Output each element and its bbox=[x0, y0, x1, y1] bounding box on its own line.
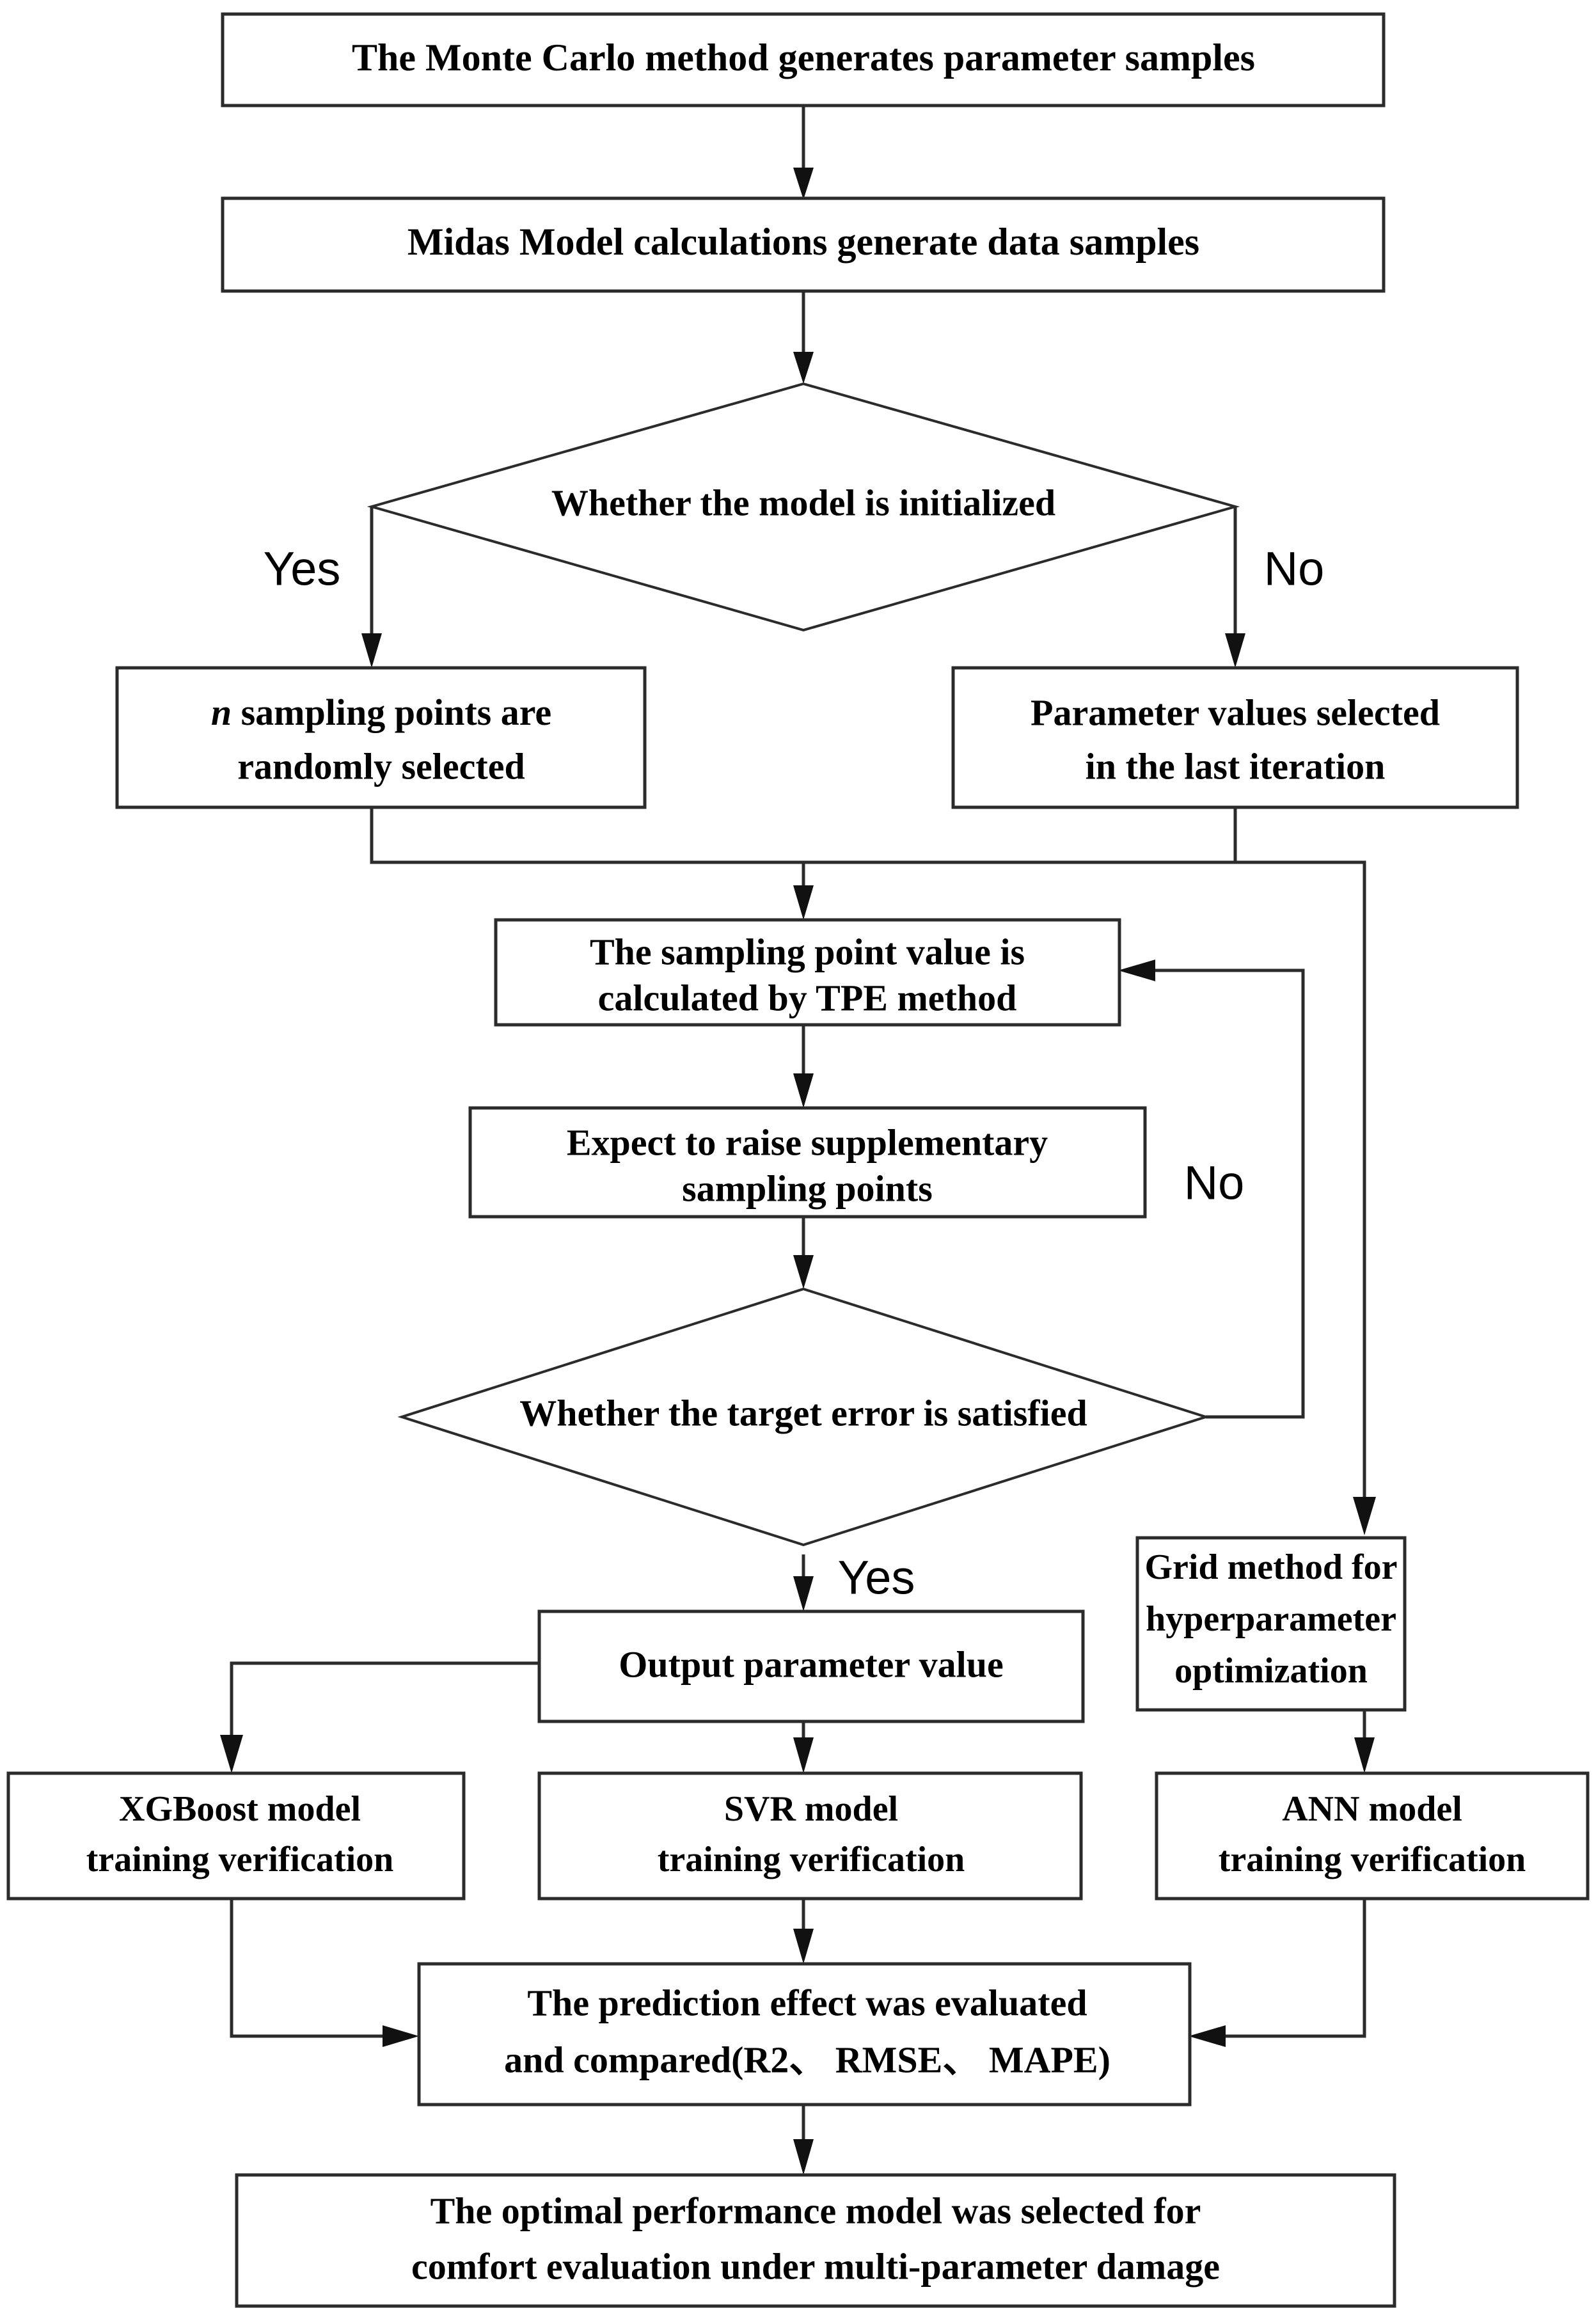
edge-output-to-xgboost bbox=[220, 1661, 539, 1773]
node-ann-label-line2: training verification bbox=[1219, 1840, 1526, 1879]
node-monte-carlo-shape[interactable] bbox=[221, 12, 1386, 107]
node-xgboost-label-line2: training verification bbox=[86, 1840, 394, 1879]
node-midas-model[interactable]: Midas Model calculations generate data s… bbox=[221, 196, 1386, 293]
node-expect-raise-label-line1: Expect to raise supplementary bbox=[567, 1121, 1048, 1163]
node-init-decision-label: Whether the model is initialized bbox=[551, 482, 1055, 523]
node-svr-label-line2: training verification bbox=[658, 1840, 965, 1879]
edge-label-init-yes: Yes bbox=[264, 542, 341, 596]
node-xgboost-label-line1: XGBoost model bbox=[119, 1789, 361, 1829]
node-tpe-method-label-line1: The sampling point value is bbox=[590, 931, 1025, 972]
edge-xgboost-to-prediction bbox=[230, 1899, 419, 2047]
node-n-sampling-label-line1: n sampling points are bbox=[211, 692, 551, 733]
node-monte-carlo[interactable]: The Monte Carlo method generates paramet… bbox=[221, 12, 1386, 107]
edge-svr-to-prediction bbox=[793, 1899, 814, 1964]
node-ann-shape[interactable] bbox=[1155, 1771, 1590, 1901]
node-expect-raise-label-line2: sampling points bbox=[682, 1167, 933, 1209]
edge-label-error-no: No bbox=[1184, 1157, 1245, 1210]
node-grid-method-label-line2: hyperparameter bbox=[1146, 1599, 1396, 1639]
node-ann[interactable]: ANN model training verification bbox=[1155, 1771, 1590, 1901]
edge-error-yes-to-output bbox=[793, 1554, 814, 1611]
node-tpe-method-label-line2: calculated by TPE method bbox=[598, 977, 1017, 1018]
node-last-iteration[interactable]: Parameter values selected in the last it… bbox=[951, 666, 1519, 809]
node-optimal-label-line1: The optimal performance model was select… bbox=[431, 2190, 1201, 2231]
node-expect-raise[interactable]: Expect to raise supplementary sampling p… bbox=[468, 1106, 1147, 1219]
node-last-iteration-label-line1: Parameter values selected bbox=[1031, 692, 1440, 733]
node-expect-raise-shape[interactable] bbox=[468, 1106, 1147, 1219]
edge-expect-to-error-decision bbox=[793, 1217, 814, 1289]
edge-merge-to-tpe bbox=[370, 807, 1237, 920]
node-optimal[interactable]: The optimal performance model was select… bbox=[235, 2173, 1396, 2308]
node-init-decision[interactable]: Whether the model is initialized bbox=[367, 382, 1240, 632]
edge-init-no-to-last-iteration bbox=[1225, 507, 1245, 668]
node-last-iteration-label-line2: in the last iteration bbox=[1086, 745, 1386, 787]
node-xgboost-shape[interactable] bbox=[6, 1771, 466, 1901]
node-init-decision-shape[interactable] bbox=[367, 382, 1240, 632]
node-prediction-label-line1: The prediction effect was evaluated bbox=[527, 1982, 1087, 2023]
edge-init-no-to-grid-method bbox=[1235, 860, 1376, 1535]
node-output-param[interactable]: Output parameter value bbox=[537, 1609, 1085, 1723]
node-midas-model-label: Midas Model calculations generate data s… bbox=[407, 221, 1199, 263]
node-error-decision[interactable]: Whether the target error is satisfied bbox=[397, 1287, 1210, 1547]
node-monte-carlo-label: The Monte Carlo method generates paramet… bbox=[352, 36, 1255, 79]
node-tpe-method-shape[interactable] bbox=[494, 918, 1121, 1027]
node-svr-label-line1: SVR model bbox=[724, 1789, 898, 1829]
node-output-param-shape[interactable] bbox=[537, 1609, 1085, 1723]
edge-label-error-yes: Yes bbox=[838, 1551, 915, 1604]
node-error-decision-label: Whether the target error is satisfied bbox=[519, 1392, 1087, 1434]
node-n-sampling-label-line2: randomly selected bbox=[237, 745, 525, 787]
connector-layer bbox=[220, 106, 1376, 2175]
edge-error-no-to-tpe bbox=[1118, 960, 1305, 1419]
edge-grid-to-ann bbox=[1354, 1710, 1375, 1773]
edge-midas-to-init-decision bbox=[793, 291, 814, 384]
node-error-decision-shape[interactable] bbox=[397, 1287, 1210, 1547]
node-tpe-method[interactable]: The sampling point value is calculated b… bbox=[494, 918, 1121, 1027]
edge-output-to-svr bbox=[793, 1721, 814, 1773]
node-midas-model-shape[interactable] bbox=[221, 196, 1386, 293]
node-n-sampling[interactable]: n sampling points are randomly selected bbox=[115, 666, 647, 809]
node-grid-method[interactable]: Grid method for hyperparameter optimizat… bbox=[1135, 1536, 1407, 1712]
node-prediction-label-line2: and compared(R2、 RMSE、 MAPE) bbox=[504, 2039, 1110, 2080]
edge-monte-carlo-to-midas bbox=[793, 106, 814, 200]
node-grid-method-shape[interactable] bbox=[1135, 1536, 1407, 1712]
edge-tpe-to-expect bbox=[793, 1025, 814, 1108]
node-svr-shape[interactable] bbox=[537, 1771, 1083, 1901]
node-prediction-shape[interactable] bbox=[417, 1962, 1192, 2107]
node-n-sampling-shape[interactable] bbox=[115, 666, 647, 809]
node-output-param-label: Output parameter value bbox=[619, 1643, 1003, 1685]
node-optimal-shape[interactable] bbox=[235, 2173, 1396, 2308]
node-xgboost[interactable]: XGBoost model training verification bbox=[6, 1771, 466, 1901]
node-ann-label-line1: ANN model bbox=[1282, 1789, 1462, 1829]
edge-prediction-to-optimal bbox=[793, 2105, 814, 2175]
edge-label-init-no: No bbox=[1264, 542, 1325, 596]
node-grid-method-label-line3: optimization bbox=[1174, 1651, 1368, 1691]
edge-ann-to-prediction bbox=[1189, 1899, 1366, 2047]
edge-init-yes-to-n-sampling bbox=[361, 507, 382, 668]
node-prediction[interactable]: The prediction effect was evaluated and … bbox=[417, 1962, 1192, 2107]
node-svr[interactable]: SVR model training verification bbox=[537, 1771, 1083, 1901]
node-grid-method-label-line1: Grid method for bbox=[1144, 1547, 1397, 1587]
node-optimal-label-line2: comfort evaluation under multi-parameter… bbox=[411, 2245, 1220, 2287]
node-last-iteration-shape[interactable] bbox=[951, 666, 1519, 809]
